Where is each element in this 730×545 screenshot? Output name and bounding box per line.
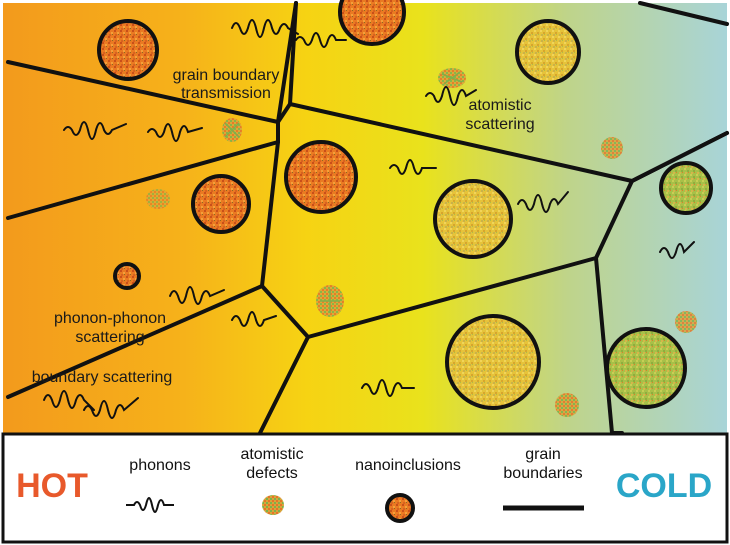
phonon xyxy=(231,19,299,38)
label-phonon-phonon-line2: scattering xyxy=(75,329,144,346)
nanoinclusion xyxy=(113,262,141,290)
legend-cold: COLD xyxy=(616,467,712,505)
atomistic-defects xyxy=(146,68,697,417)
legend-phonon-icon xyxy=(126,497,174,513)
nanoinclusion xyxy=(605,327,687,409)
grain-boundary xyxy=(638,1,729,26)
nanoinclusion xyxy=(338,0,406,46)
phonon xyxy=(389,159,437,175)
grain-boundary xyxy=(6,284,264,399)
atomistic-defect xyxy=(146,189,170,209)
grain-boundary xyxy=(260,140,280,288)
phonon xyxy=(295,32,347,48)
legend-nanoinclusions-label: nanoinclusions xyxy=(355,457,461,474)
nanoinclusions xyxy=(97,0,713,410)
grain-boundaries xyxy=(6,1,729,435)
label-grain-boundary-transmission-line1: grain boundary xyxy=(173,67,280,84)
atomistic-defect xyxy=(675,311,697,333)
phonon xyxy=(43,390,95,411)
legend-phonons-label: phonons xyxy=(129,457,190,474)
phonon xyxy=(169,286,225,305)
phonon xyxy=(147,123,203,142)
legend-grain-line1: grain xyxy=(525,446,561,463)
phonon xyxy=(231,311,277,327)
nanoinclusion xyxy=(97,19,159,81)
legend-nanoinclusion-icon xyxy=(385,493,415,523)
legend-grain-line2: boundaries xyxy=(503,465,582,482)
phonon xyxy=(63,121,127,140)
label-boundary-scattering: boundary scattering xyxy=(32,369,173,386)
nanoinclusion xyxy=(515,19,581,85)
atomistic-defect xyxy=(601,137,623,159)
legend-defects-line1: atomistic xyxy=(240,446,303,463)
label-atomistic-scattering-line2: scattering xyxy=(465,116,534,133)
label-phonon-phonon-line1: phonon-phonon xyxy=(54,310,166,327)
grain-boundary xyxy=(288,1,298,106)
legend-defect-icon xyxy=(262,495,284,515)
legend-defects-line2: defects xyxy=(246,465,298,482)
diagram-labels: grain boundary transmission atomistic sc… xyxy=(32,67,535,386)
label-atomistic-scattering-line1: atomistic xyxy=(468,97,531,114)
phonon xyxy=(517,191,569,213)
nanoinclusion xyxy=(191,174,251,234)
grain-boundary xyxy=(630,131,729,183)
legend-hot: HOT xyxy=(16,467,88,505)
legend-frame xyxy=(1,432,729,544)
phonon xyxy=(425,86,477,106)
nanoinclusion xyxy=(284,140,358,214)
atomistic-defect xyxy=(438,68,466,88)
atomistic-defect xyxy=(555,393,579,417)
phonons xyxy=(43,19,695,419)
phonon xyxy=(83,397,139,419)
nanoinclusion xyxy=(445,314,541,410)
label-grain-boundary-transmission-line2: transmission xyxy=(181,85,271,102)
nanoinclusion xyxy=(659,161,713,215)
atomistic-defect xyxy=(316,285,344,317)
legend: HOT COLD phonons atomistic defects nanoi… xyxy=(1,432,729,544)
phonon xyxy=(361,379,415,397)
phonon xyxy=(659,241,695,259)
grain-boundary xyxy=(594,179,634,260)
atomistic-defect xyxy=(222,118,242,142)
nanoinclusion xyxy=(433,179,513,259)
